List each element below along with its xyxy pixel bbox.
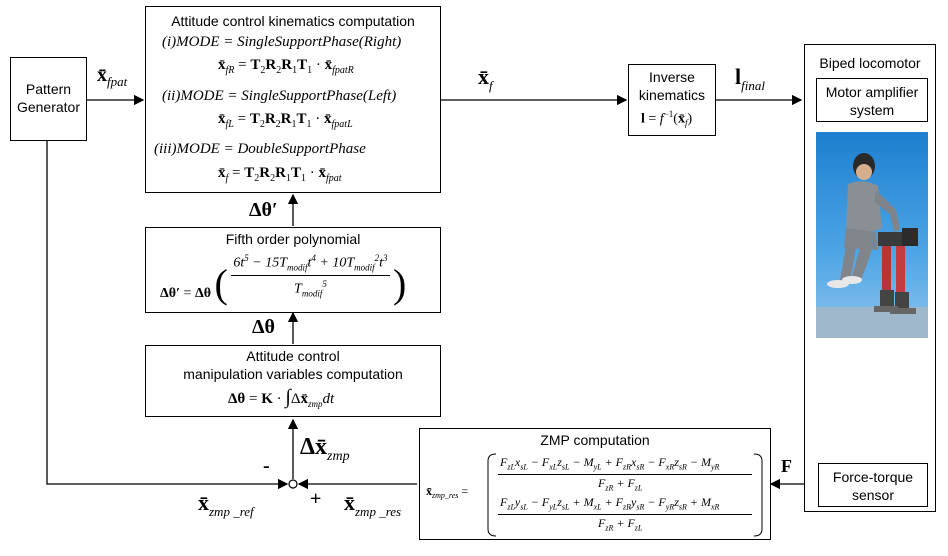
zmp-y-fraction-bar — [498, 514, 752, 515]
attitude-kinematics-block: Attitude control kinematics computation … — [145, 6, 441, 193]
signal-dtheta-prime: Δθ′ — [249, 199, 278, 221]
manipulation-title-2: manipulation variables computation — [183, 366, 403, 382]
zmp-x-numerator: FzLxsL − FxLzsL − MyL + FzRxsR − FxRzsR … — [500, 455, 720, 472]
signal-l-final: lfinal — [735, 64, 765, 93]
force-torque-sensor-label: Force-torque sensor — [832, 469, 914, 503]
mode2-equation: x̄fL = T2R2R1T1 · x̄fpatL — [218, 111, 353, 130]
sum-minus-sign: - — [263, 455, 270, 477]
biped-robot-photo — [816, 132, 928, 338]
pattern-generator-block: Pattern Generator — [10, 57, 87, 141]
zmp-right-bracket — [753, 453, 763, 537]
summing-junction — [288, 479, 298, 489]
pattern-generator-label: Pattern Generator — [16, 81, 81, 115]
biped-locomotor-title: Biped locomotor — [819, 55, 921, 71]
arrow-zmp-ref — [46, 141, 289, 490]
fifth-order-title: Fifth order polynomial — [225, 231, 361, 247]
attitude-kinematics-title: Attitude control kinematics computation — [171, 13, 415, 29]
zmp-computation-title: ZMP computation — [540, 432, 650, 448]
force-torque-sensor-block: Force-torque sensor — [818, 463, 928, 507]
signal-force: F — [781, 456, 792, 476]
signal-x-zmp-ref: x̄zmp _ref — [198, 490, 254, 519]
zmp-res-symbol: x̄zmp_res = — [426, 484, 469, 500]
inverse-kinematics-label-2: kinematics — [638, 87, 706, 103]
zmp-x-denominator: FzR + FzL — [598, 476, 643, 493]
fifth-order-polynomial-block: Fifth order polynomial Δθ′ = Δθ ( 6t5 − … — [145, 227, 441, 313]
zmp-computation-block: ZMP computation x̄zmp_res = FzLxsL − FxL… — [419, 428, 771, 540]
manipulation-equation: Δθ = K · ∫Δx̄zmpdt — [228, 386, 335, 409]
signal-x-zmp-res: x̄zmp _res — [344, 490, 402, 519]
inverse-kinematics-block: Inverse kinematics l = f−1(x̄f) — [628, 64, 716, 136]
mode2-label: (ii)MODE = SingleSupportPhase(Left) — [162, 88, 397, 104]
signal-x-f: x̄f — [478, 64, 493, 93]
manipulation-variables-block: Attitude control manipulation variables … — [145, 345, 441, 417]
zmp-y-numerator: FzLysL − FyLzsL + MxL + FzRysR − FyRzsR … — [500, 495, 720, 512]
signal-x-fpat: x̄fpat — [97, 64, 128, 89]
zmp-x-fraction-bar — [498, 474, 752, 475]
mode3-label: (iii)MODE = DoubleSupportPhase — [154, 141, 366, 157]
motor-amplifier-label: Motor amplifier system — [825, 84, 919, 118]
signal-dx-zmp: Δx̄zmp — [300, 434, 350, 464]
sum-plus-sign: + — [310, 488, 322, 510]
mode3-equation: x̄f = T2R2R1T1 · x̄fpat — [218, 165, 342, 184]
zmp-y-denominator: FzR + FzL — [598, 516, 643, 533]
mode1-equation: x̄fR = T2R2R1T1 · x̄fpatR — [218, 57, 354, 76]
fifth-order-equation: Δθ′ = Δθ ( 6t5 − 15Tmodift4 + 10Tmodif2t… — [160, 253, 406, 306]
motor-amplifier-block: Motor amplifier system — [816, 78, 928, 122]
zmp-left-bracket — [487, 453, 497, 537]
signal-dtheta: Δθ — [252, 316, 275, 338]
inverse-kinematics-label-1: Inverse — [649, 69, 695, 85]
manipulation-title-1: Attitude control — [246, 348, 340, 364]
inverse-kinematics-equation: l = f−1(x̄f) — [641, 109, 693, 128]
robot-illustration — [816, 132, 928, 338]
mode1-label: (i)MODE = SingleSupportPhase(Right) — [162, 34, 402, 50]
